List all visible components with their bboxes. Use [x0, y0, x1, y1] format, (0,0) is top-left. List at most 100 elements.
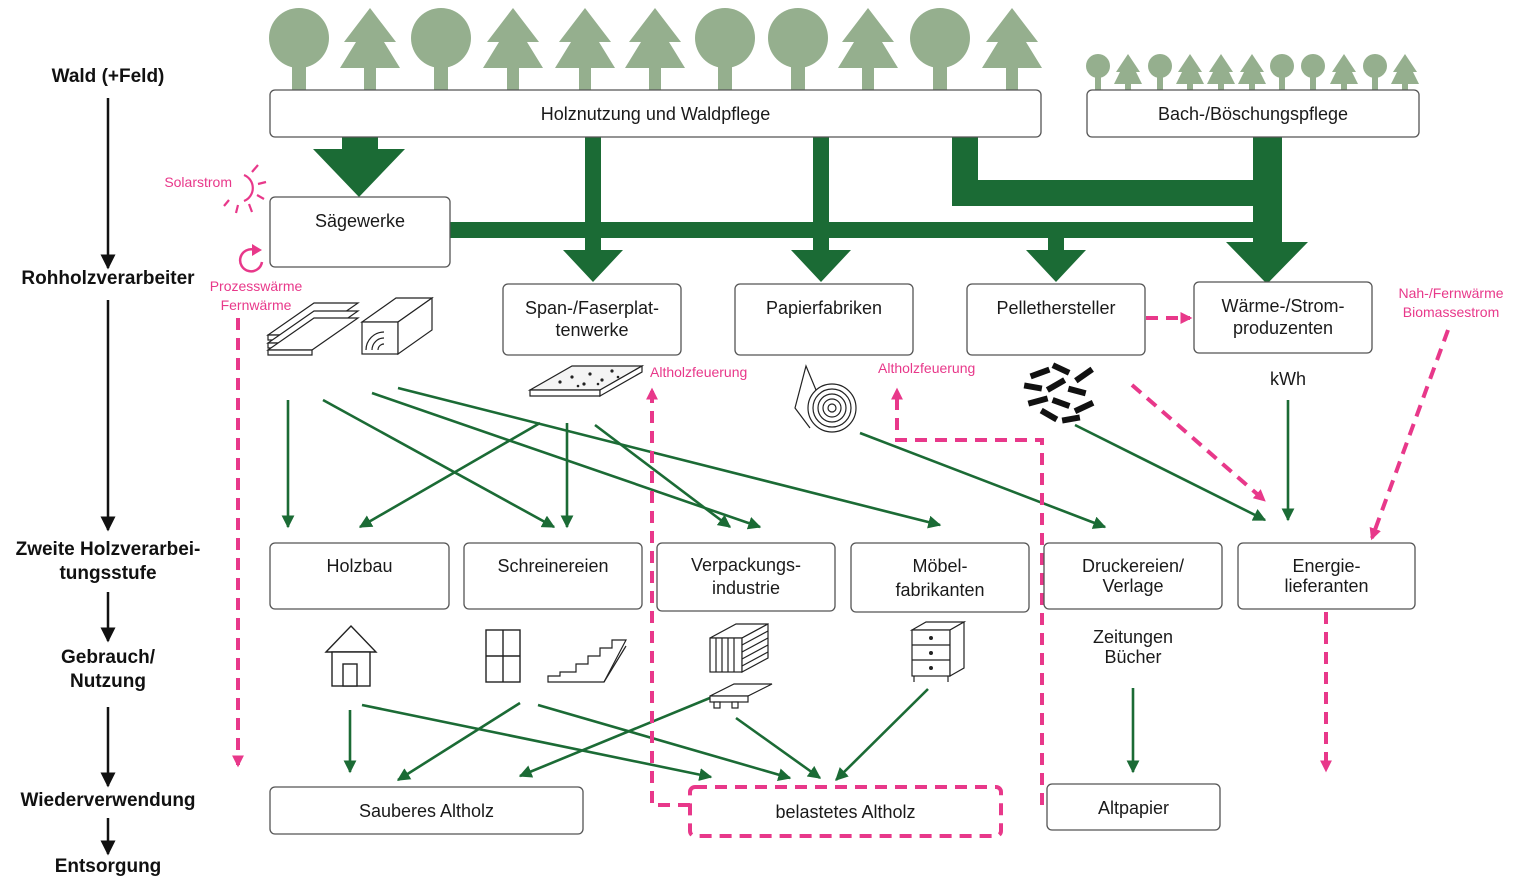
- process-heat-label: Prozesswärme: [210, 278, 303, 294]
- conifer-tree-icon: [1391, 54, 1419, 90]
- stage-wiederverwendung-label: Wiederverwendung: [20, 790, 195, 811]
- box-druck-frame: [1043, 542, 1223, 610]
- stage-rohholz-label: Rohholzverarbeiter: [21, 268, 195, 289]
- box-schreiner: Schreinereien: [463, 542, 643, 610]
- deciduous-tree-icon: [1086, 54, 1110, 90]
- box-altpapier-label: Altpapier: [1098, 798, 1169, 818]
- dresser-icon: [909, 620, 967, 682]
- box-schreiner-frame: [463, 542, 643, 610]
- stage-zweite-label: tungsstufe: [59, 563, 156, 584]
- stage-wald-label: Wald (+Feld): [52, 66, 165, 87]
- box-papier-label: Papierfabriken: [766, 298, 882, 318]
- refresh-arrow-icon: [238, 244, 264, 273]
- box-verpackung-label: Verpackungs-: [691, 555, 801, 575]
- log-beam-icon: [360, 296, 434, 356]
- box-energie: Energie-lieferanten: [1237, 542, 1416, 610]
- box-moebel-frame: [850, 542, 1030, 613]
- box-altpapier-frame: [1046, 783, 1221, 831]
- box-sauber-label: Sauberes Altholz: [359, 801, 494, 821]
- box-waerme-label: Wärme-/Strom-: [1222, 296, 1345, 316]
- crate-icon: [709, 622, 769, 674]
- stage-entsorgung-label: Entsorgung: [55, 856, 162, 877]
- box-moebel-label: Möbel-: [912, 556, 967, 576]
- newspapers-label: Zeitungen: [1093, 627, 1173, 647]
- box-bach-label: Bach-/Böschungspflege: [1158, 104, 1348, 124]
- deciduous-tree-icon: [1148, 54, 1172, 90]
- deciduous-tree-icon: [768, 8, 828, 92]
- box-verpackung-label: industrie: [712, 578, 780, 598]
- pellets-icon: [1023, 362, 1095, 424]
- conifer-tree-icon: [1207, 54, 1235, 90]
- conifer-tree-icon: [625, 8, 685, 90]
- box-span: Span-/Faserplat-tenwerke: [502, 283, 682, 356]
- deciduous-tree-icon: [1270, 54, 1294, 90]
- box-holznutzung: Holznutzung und Waldpflege: [269, 89, 1042, 138]
- box-energie-frame: [1237, 542, 1416, 610]
- box-holznutzung-frame: [269, 89, 1042, 138]
- box-moebel-label: fabrikanten: [895, 580, 984, 600]
- conifer-tree-icon: [483, 8, 543, 90]
- conifer-tree-icon: [982, 8, 1042, 90]
- altholzfeuerung-label-2: Altholzfeuerung: [878, 360, 975, 376]
- box-energie-label: lieferanten: [1284, 576, 1368, 596]
- deciduous-tree-icon: [1363, 54, 1387, 90]
- conifer-tree-icon: [1176, 54, 1204, 90]
- forest-trees: [269, 8, 1419, 92]
- conifer-tree-icon: [838, 8, 898, 90]
- box-waerme-frame: [1193, 281, 1373, 354]
- box-pellet-label: Pellethersteller: [996, 298, 1115, 318]
- box-span-label: Span-/Faserplat-: [525, 298, 659, 318]
- stage-gebrauch-label: Nutzung: [70, 671, 146, 692]
- box-belastet-frame: [688, 785, 1003, 838]
- local-heat-label: Nah-/Fernwärme: [1398, 285, 1503, 301]
- box-saegewerke: Sägewerke: [269, 196, 451, 268]
- deciduous-tree-icon: [411, 8, 471, 92]
- process-boxes: Holznutzung und Waldpflege Bach-/Böschung…: [269, 89, 1420, 838]
- box-energie-label: Energie-: [1292, 556, 1360, 576]
- box-moebel: Möbel-fabrikanten: [850, 542, 1030, 613]
- box-belastet: belastetes Altholz: [688, 785, 1003, 838]
- books-label: Bücher: [1104, 647, 1161, 667]
- box-bach-frame: [1086, 89, 1420, 138]
- conifer-tree-icon: [555, 8, 615, 90]
- box-verpackung: Verpackungs-industrie: [656, 542, 836, 612]
- box-papier-frame: [734, 283, 914, 356]
- stage-zweite-label: Zweite Holzverarbei-: [16, 539, 201, 560]
- box-sauber: Sauberes Altholz: [269, 786, 584, 835]
- box-waerme-label: produzenten: [1233, 318, 1333, 338]
- box-pellet-frame: [966, 283, 1146, 356]
- box-holzbau-frame: [269, 542, 450, 610]
- deciduous-tree-icon: [1301, 54, 1325, 90]
- box-saegewerke-label: Sägewerke: [315, 211, 405, 231]
- box-holznutzung-label: Holznutzung und Waldpflege: [541, 104, 770, 124]
- deciduous-tree-icon: [695, 8, 755, 92]
- box-holzbau: Holzbau: [269, 542, 450, 610]
- sun-icon: [223, 164, 267, 214]
- conifer-tree-icon: [1238, 54, 1266, 90]
- box-waerme: Wärme-/Strom-produzenten: [1193, 281, 1373, 354]
- window-icon: [485, 629, 521, 683]
- box-belastet-label: belastetes Altholz: [775, 802, 915, 822]
- deciduous-tree-icon: [269, 8, 329, 92]
- district-heat-label: Fernwärme: [221, 297, 292, 313]
- kwh-label: kWh: [1270, 369, 1306, 389]
- heat-flow-arrows: [232, 312, 1450, 807]
- box-span-label: tenwerke: [555, 320, 628, 340]
- boards-icon: [266, 302, 360, 356]
- conifer-tree-icon: [1114, 54, 1142, 90]
- box-sauber-frame: [269, 786, 584, 835]
- pallet-icon: [709, 683, 773, 709]
- primary-wood-flows: [313, 137, 1308, 284]
- box-schreiner-label: Schreinereien: [497, 556, 608, 576]
- box-druck-label: Verlage: [1102, 576, 1163, 596]
- box-papier: Papierfabriken: [734, 283, 914, 356]
- biomass-power-label: Biomassestrom: [1403, 304, 1499, 320]
- stairs-icon: [547, 639, 627, 683]
- deciduous-tree-icon: [910, 8, 970, 92]
- product-flow-arrows: [281, 386, 1295, 782]
- box-holzbau-label: Holzbau: [326, 556, 392, 576]
- particle-board-icon: [527, 364, 645, 398]
- box-altpapier: Altpapier: [1046, 783, 1221, 831]
